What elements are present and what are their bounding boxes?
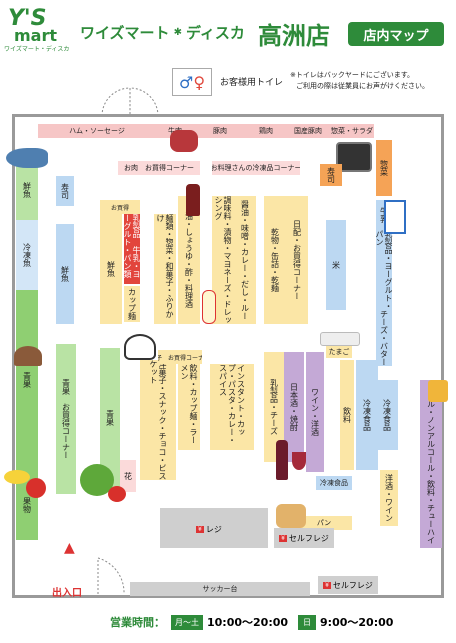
entrance-label: 出入口 <box>52 588 82 599</box>
hours-weekday-label: 月〜土 <box>171 614 203 630</box>
zone-beer: ビール・ノンアルコール・飲料・チューハイ <box>420 380 442 548</box>
wine-glass-icon <box>292 452 306 470</box>
toilet-note-1: ※トイレはバックヤードにございます。 <box>290 71 415 79</box>
zone-fish-processed: 鮮魚 <box>100 214 122 324</box>
zone-eggs: たまご <box>326 346 352 358</box>
toilet-icon: ♂♀ <box>172 68 212 96</box>
shelf-b5: 乾物・缶詰・乾麺 <box>264 196 286 324</box>
sacker-table: サッカー台 <box>130 582 310 596</box>
zone-chicken: 鶏肉 <box>246 124 286 138</box>
beer-icon <box>428 380 448 402</box>
register-text: レジ <box>205 525 222 534</box>
self-checkout-text-1: セルフレジ <box>288 533 329 543</box>
zone-domestic-pork: 国産豚肉 <box>286 124 330 138</box>
shelf-b3: 調味料・漬物・マヨネーズ・ドレッシング <box>212 196 234 324</box>
zone-ham-sausage: ハム・ソーセージ <box>38 124 156 138</box>
self-checkout-2: ¥ セルフレジ <box>318 576 378 594</box>
zone-vegetables: 青果 <box>16 290 38 470</box>
zone-produce-center: 青果 <box>100 348 120 488</box>
zone-daily-bargain: 米 <box>326 220 346 310</box>
self-checkout-icon-2: ¥ <box>323 581 331 589</box>
brand-name: ワイズマート ✱ ディスカ <box>80 22 245 43</box>
zone-sushi-right: 寿司 <box>320 164 342 186</box>
zone-frozen-center: 冷凍食品 <box>356 360 378 470</box>
entrance-arrow-icon: ▲ <box>64 540 75 556</box>
shelf-c3: 飲料・カップ麺・ラーメン <box>178 364 200 450</box>
shelf-b2: 油・しょうゆ・酢・料理酒 <box>178 196 200 324</box>
shelf-header-a: お買得 <box>100 200 140 214</box>
zone-cheese-butter: チーズ・バター <box>376 310 392 366</box>
bento-icon <box>336 142 372 172</box>
zone-meat-bargain: お肉 お買得コーナー <box>118 161 200 175</box>
register-label: ¥ レジ <box>196 524 222 535</box>
zone-deli-salad: 惣菜・サラダ <box>330 124 374 138</box>
logo-bottom: mart <box>14 26 58 45</box>
hours-weekday: 10:00〜20:00 <box>207 616 289 629</box>
register-icon: ¥ <box>196 526 204 533</box>
shelf-b4: 醤油・味噌・カレー・だし・ルー <box>234 196 256 324</box>
meat-icon <box>170 130 198 152</box>
mushroom-icon <box>14 346 42 366</box>
shelf-c5: 乳製品・チーズ <box>264 352 284 462</box>
shelf-c2: 菓子 お買得コーナー <box>158 350 202 364</box>
hours-sunday-label: 日 <box>298 614 317 630</box>
zone-frozen-center-2: 冷凍食品 <box>316 476 352 490</box>
shelf-c7: ワイン・洋酒 <box>306 352 324 472</box>
banana-icon <box>4 470 30 484</box>
zone-sushi: 寿司 <box>56 176 74 206</box>
zone-produce-bargain: 青果 お買得コーナー <box>56 344 76 494</box>
zone-flowers: 花 <box>120 460 136 492</box>
fish-icon <box>6 148 48 168</box>
logo: Y'S mart ワイズマート・ディスカ <box>4 6 69 53</box>
milk-carton-icon <box>384 200 406 234</box>
shelf-c6: 日本酒・焼酎 <box>284 352 304 462</box>
entrance-door-icon <box>97 557 125 595</box>
shelf-b6: 日配・お買得コーナー <box>286 196 308 324</box>
zone-drinks: 飲料 <box>340 360 354 470</box>
wine-bottle-icon <box>276 440 288 480</box>
zone-fresh-fish: 鮮魚 <box>16 160 38 220</box>
backyard-door-icon <box>101 87 159 117</box>
tomato-icon <box>108 486 126 502</box>
zone-pork: 豚肉 <box>194 124 246 138</box>
eggs-icon <box>320 332 360 346</box>
hours-title: 営業時間： <box>110 616 165 629</box>
checkout-counter <box>160 508 268 548</box>
zone-bread: パン <box>296 516 352 530</box>
mayo-icon <box>202 290 216 324</box>
zone-fish-isle: 鮮魚 <box>56 224 74 324</box>
header: Y'S mart ワイズマート・ディスカ ワイズマート ✱ ディスカ 高洲店 店… <box>0 0 456 64</box>
map-label: 店内マップ <box>348 22 444 46</box>
toilet-note-2: ご利用の際は従業員にお声がけください。 <box>296 82 429 90</box>
onigiri-icon <box>124 334 156 360</box>
shelf-c4: インスタント・カップ・パスタ・カレー・スパイス <box>210 364 254 450</box>
shelf-b1: 麺類・惣菜・和菓子・ふりかけ <box>154 214 176 324</box>
bread-icon <box>276 504 306 528</box>
zone-liquor-small: 洋酒・ワイン <box>380 470 398 526</box>
zone-deli-right: 惣菜 <box>376 140 392 196</box>
zone-frozen-fish: 冷凍魚 <box>16 220 38 290</box>
brand-text-2: ディスカ <box>185 24 245 42</box>
brand-text: ワイズマート <box>80 24 170 42</box>
toilet-label: お客様用トイレ <box>220 78 284 88</box>
logo-sub: ワイズマート・ディスカ <box>4 46 70 53</box>
hours-sunday: 9:00〜20:00 <box>320 616 394 629</box>
logo-top: Y'S <box>8 6 47 31</box>
hours-bar: 営業時間： 月〜土 10:00〜20:00 日 9:00〜20:00 <box>110 612 450 632</box>
zone-frozen-cooking: お料理さんの冷凍品コーナー <box>212 161 300 175</box>
self-checkout-1: ¥ セルフレジ <box>274 528 334 548</box>
store-outline <box>12 114 444 598</box>
apple-icon <box>26 478 46 498</box>
zone-cup-noodles: カップ麺 <box>124 286 140 322</box>
store-name: 高洲店 <box>258 22 330 50</box>
shelf-c1: 洋菓子・スナック・チョコ・ビスケット <box>140 360 176 480</box>
soy-bottle-icon <box>186 184 200 216</box>
brand-star-icon: ✱ <box>173 27 182 38</box>
zone-dairy-milk: 乳製品 牛乳・ヨーグルト・パン類 <box>123 214 141 284</box>
self-checkout-text-2: セルフレジ <box>332 580 373 590</box>
self-checkout-icon: ¥ <box>279 534 287 542</box>
zone-dairy-right: 乳製品・ヨーグルト・パン <box>375 230 393 310</box>
zone-frozen-right: 冷凍食品 <box>376 380 398 450</box>
